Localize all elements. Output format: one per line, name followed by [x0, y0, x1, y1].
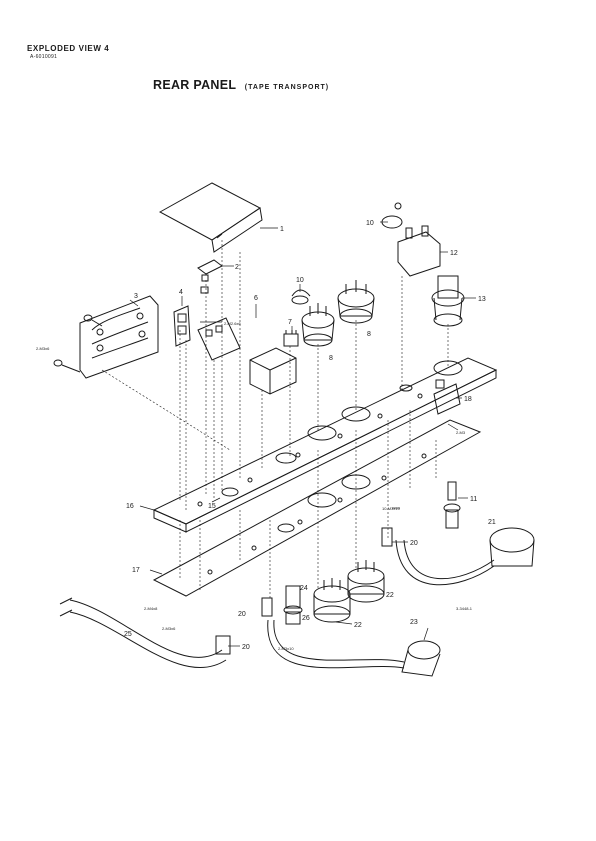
callout-26: 26: [302, 615, 310, 622]
diagram-code: 3-3448-1: [456, 606, 473, 611]
tube-clamp-10a: [292, 290, 310, 304]
callout-17: 17: [132, 567, 140, 574]
lower-socket-22a: [314, 578, 350, 622]
callout-m26x6: 2-M2.6x6: [224, 321, 241, 326]
top-cover-plate: [160, 183, 262, 252]
callout-2: 2: [235, 264, 239, 271]
octal-socket: [432, 276, 464, 326]
callout-10a: 10: [296, 277, 304, 284]
terminal-board: [80, 296, 158, 378]
connector-7: [284, 330, 298, 346]
screws-left: [54, 315, 102, 372]
small-bracket: [198, 260, 222, 293]
callout-12: 12: [450, 250, 458, 257]
callout-m4x8: 2-M4x8: [144, 606, 158, 611]
callout-m3x10: 2-M3x10: [278, 646, 294, 651]
callout-7: 7: [288, 319, 292, 326]
callout-20a: 20: [410, 540, 418, 547]
fuse-block: [398, 226, 440, 276]
callout-8a: 8: [329, 355, 333, 362]
switch-plate: [174, 306, 190, 346]
callout-3: 3: [134, 293, 138, 300]
callout-22a: 22: [386, 592, 394, 599]
callout-25: 25: [124, 631, 132, 638]
plug-20a: [382, 528, 392, 546]
transformer: [250, 348, 296, 394]
angle-bracket: [434, 380, 460, 414]
callout-1: 1: [280, 226, 284, 233]
callout-8b: 8: [367, 331, 371, 338]
callout-4: 4: [179, 289, 183, 296]
callout-20b: 20: [238, 611, 246, 618]
callout-23: 23: [410, 619, 418, 626]
tube-socket-left: [302, 303, 334, 346]
callout-6: 6: [254, 295, 258, 302]
bottom-plate: [154, 420, 480, 596]
callout-labels: 1 2 3 4 2-M2.6x6 6 7 8 8 10 10 12 13 2-M…: [36, 220, 496, 651]
callout-15: 15: [208, 503, 216, 510]
callout-21: 21: [488, 519, 496, 526]
lower-socket-22b: [348, 560, 384, 602]
cable-clamp-10b: [382, 203, 402, 228]
large-connector-21: [396, 528, 534, 585]
callout-20c: 20: [242, 644, 250, 651]
plug-20b: [262, 598, 272, 616]
callout-13: 13: [478, 296, 486, 303]
callout-m3x6-bottom: 2-M3x6: [162, 626, 176, 631]
callout-22b: 22: [354, 622, 362, 629]
callout-m3: 2-M3: [456, 430, 466, 435]
callout-11: 11: [470, 496, 477, 503]
fuse-holder: [444, 482, 460, 528]
tube-socket-right: [338, 280, 374, 323]
callout-m3x10-ten: 10-M3x10: [382, 506, 401, 511]
callout-10b: 10: [366, 220, 374, 227]
callout-18: 18: [464, 396, 472, 403]
callout-m3x6-left: 2-M3x6: [36, 346, 50, 351]
callout-16: 16: [126, 503, 134, 510]
callout-24: 24: [300, 585, 308, 592]
